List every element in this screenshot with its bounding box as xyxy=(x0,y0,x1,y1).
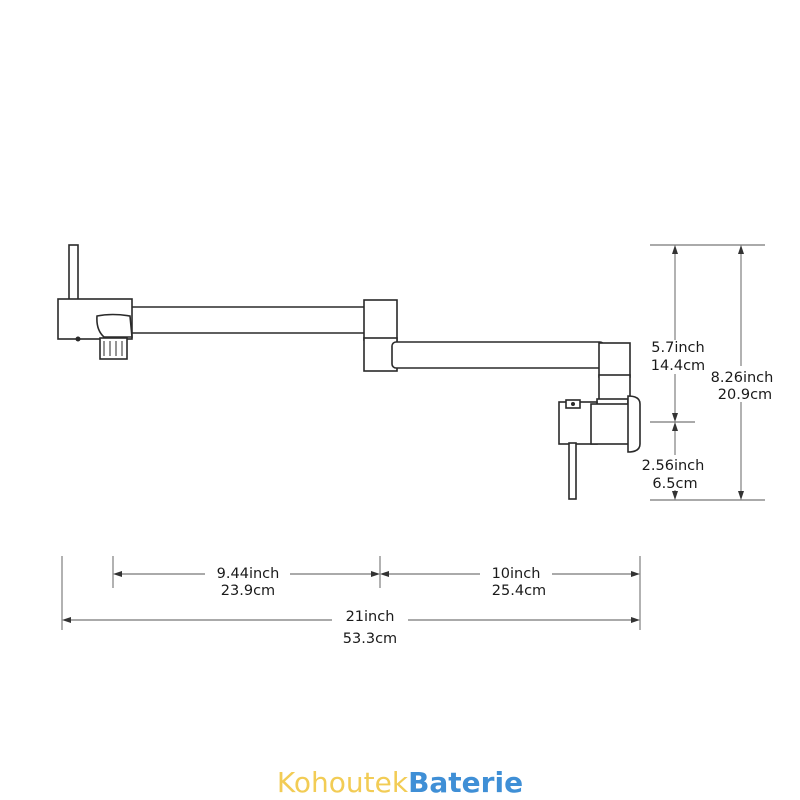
brand-logo-part-1: Kohoutek xyxy=(277,766,409,799)
valve-connector xyxy=(590,403,630,445)
height-upper-inch-label: 5.7inch xyxy=(651,340,704,356)
height-lower-inch-label: 2.56inch xyxy=(642,458,705,474)
arm-second-cm-label: 25.4cm xyxy=(492,583,546,599)
second-arm-tube xyxy=(391,341,605,369)
height-total-cm-label: 20.9cm xyxy=(718,387,772,403)
arm-first-cm-label: 23.9cm xyxy=(221,583,275,599)
right-joint-upper xyxy=(598,342,631,378)
brand-logo-part-2: Baterie xyxy=(408,766,523,799)
arrowhead xyxy=(62,617,71,623)
height-upper-cm-label: 14.4cm xyxy=(651,358,705,374)
arrowhead xyxy=(631,617,640,623)
vertical-dimensions: 5.7inch 14.4cm 8.26inch 20.9cm 2.56inch … xyxy=(642,244,774,501)
height-total-inch-label: 8.26inch xyxy=(711,370,774,386)
arrowhead xyxy=(672,413,678,422)
pot-filler-faucet xyxy=(57,244,641,500)
arm-first-inch-label: 9.44inch xyxy=(217,566,280,582)
middle-joint-upper xyxy=(363,299,398,341)
arrowhead xyxy=(738,491,744,500)
horizontal-dimensions: 9.44inch 23.9cm 10inch 25.4cm 21inch 53.… xyxy=(61,556,641,647)
arrowhead xyxy=(631,571,640,577)
arrowhead xyxy=(371,571,380,577)
right-joint-mid xyxy=(598,374,631,402)
height-lower-cm-label: 6.5cm xyxy=(652,476,697,492)
brand-logo: KohoutekBaterie xyxy=(277,766,523,799)
arrowhead xyxy=(380,571,389,577)
arm-second-inch-label: 10inch xyxy=(492,566,541,582)
first-arm-tube xyxy=(127,306,369,334)
left-handle-rod xyxy=(68,244,79,302)
arrowhead xyxy=(672,245,678,254)
arrowhead xyxy=(672,491,678,500)
arrowhead xyxy=(672,422,678,431)
wall-flange xyxy=(627,395,641,453)
spout-aerator xyxy=(99,337,128,360)
overall-length-cm-label: 53.3cm xyxy=(343,631,397,647)
overall-length-inch-label: 21inch xyxy=(346,609,395,625)
arrowhead xyxy=(113,571,122,577)
control-lever xyxy=(568,442,577,500)
arrowhead xyxy=(738,245,744,254)
spout-head-swivel xyxy=(96,313,133,338)
